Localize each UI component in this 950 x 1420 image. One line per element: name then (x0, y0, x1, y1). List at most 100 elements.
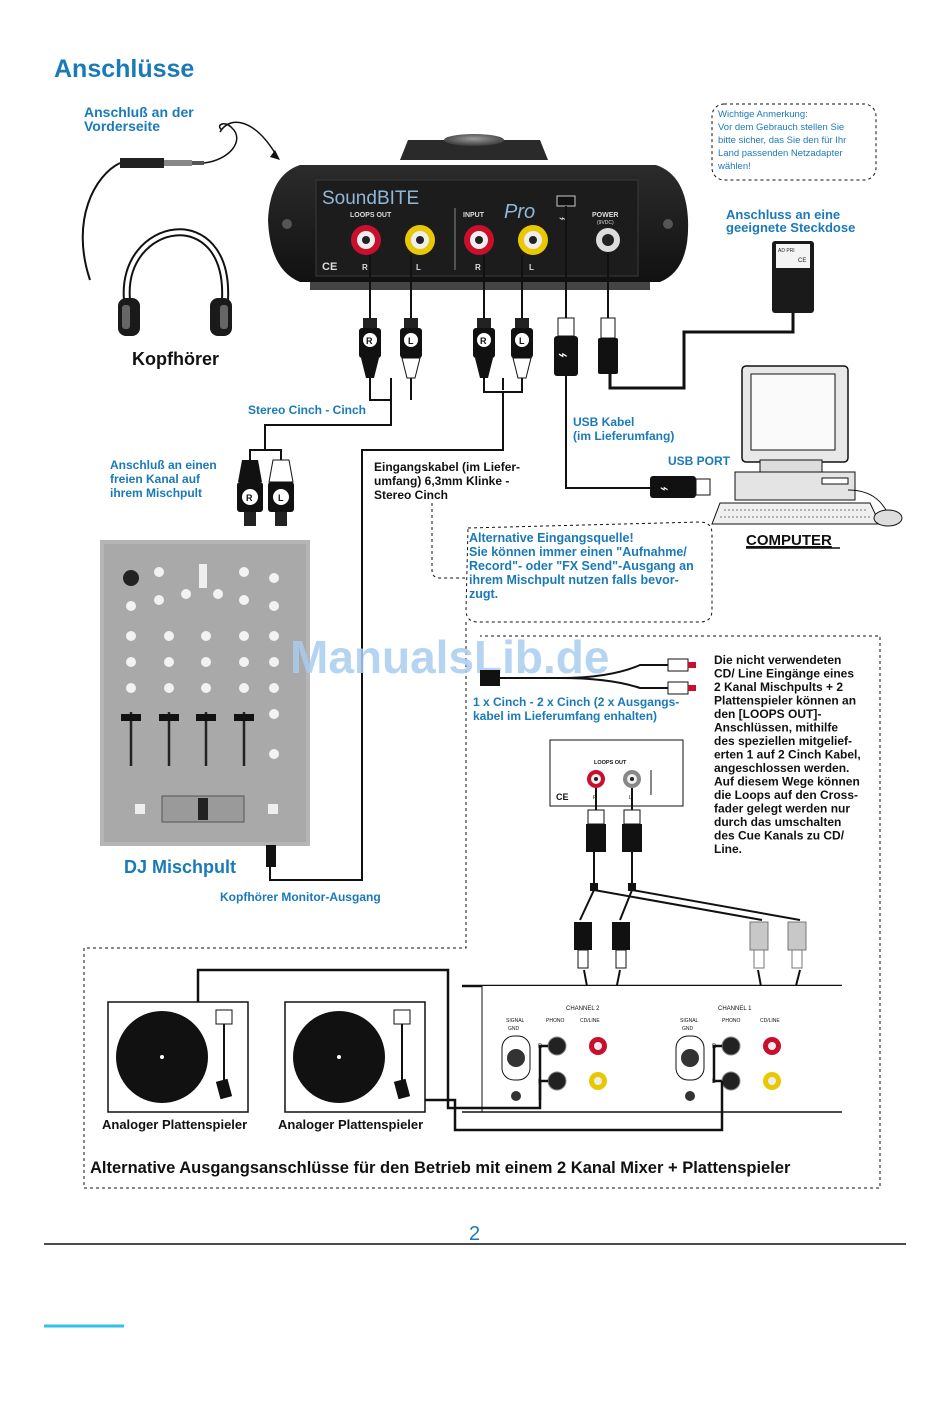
headphones-icon (81, 123, 238, 336)
svg-text:CE: CE (798, 258, 806, 264)
headphones-label: Kopfhörer (132, 349, 219, 369)
note-box (711, 103, 877, 181)
svg-text:1 x Cinch - 2 x Cinch (2 x Aus: 1 x Cinch - 2 x Cinch (2 x Ausgangs- (473, 695, 679, 709)
device-loops-out-label: LOOPS OUT (350, 212, 392, 219)
device-r-label-1: R (362, 263, 368, 272)
svg-text:CHANNEL 2: CHANNEL 2 (566, 1006, 600, 1012)
svg-text:PHONO: PHONO (722, 1018, 740, 1024)
rca-plug-input-l: L (511, 318, 533, 379)
svg-text:R: R (366, 336, 373, 346)
rca-plug-input-r: R (473, 318, 495, 378)
svg-text:des speziellen mitgelief-: des speziellen mitgelief- (714, 734, 852, 748)
svg-text:Sie können immer einen "Aufnah: Sie können immer einen "Aufnahme/ (469, 545, 687, 559)
device-l-label-2: L (529, 263, 534, 272)
rca-plug-mixer-l: L (268, 459, 294, 526)
turntable-2 (284, 1001, 426, 1113)
loops-out-panel: LOOPS OUT CE R L (549, 739, 684, 807)
socket-label: Anschluss an eine geeignete Steckdose (726, 207, 855, 235)
svg-text:L: L (519, 336, 525, 346)
svg-text:Vor dem Gebrauch stellen Sie: Vor dem Gebrauch stellen Sie (718, 122, 844, 133)
svg-text:Land passenden Netzadapter: Land passenden Netzadapter (718, 148, 843, 159)
turntable-1-label: Analoger Plattenspieler (102, 1117, 247, 1132)
device-brand: SoundBITE (322, 188, 419, 209)
turntable-2-label: Analoger Plattenspieler (278, 1117, 423, 1132)
svg-text:fader gelegt werden nur: fader gelegt werden nur (714, 802, 850, 816)
dj-mixer-label: DJ Mischpult (124, 857, 236, 877)
svg-text:Anschluß an der: Anschluß an der (84, 104, 194, 120)
device-input-l-jack[interactable] (518, 225, 548, 255)
svg-text:Anschluß an einen: Anschluß an einen (110, 458, 217, 472)
bottom-caption: Alternative Ausgangsanschlüsse für den B… (90, 1159, 791, 1177)
svg-text:wählen!: wählen! (717, 161, 751, 172)
watermark: ManualsLib.de (290, 631, 609, 683)
svg-text:USB Kabel: USB Kabel (573, 415, 634, 429)
svg-text:R: R (246, 493, 253, 503)
svg-text:⌁: ⌁ (660, 480, 668, 496)
svg-text:GND: GND (508, 1026, 520, 1032)
svg-text:durch das umschalten: durch das umschalten (714, 815, 841, 829)
page-number: 2 (469, 1223, 480, 1245)
svg-text:des Cue Kanals zu CD/: des Cue Kanals zu CD/ (714, 829, 845, 843)
lower-cables (264, 376, 650, 881)
svg-text:angeschlossen werden.: angeschlossen werden. (714, 761, 849, 775)
note-text: Wichtige Anmerkung: Vor dem Gebrauch ste… (717, 109, 846, 172)
svg-text:Alternative Eingangsquelle!: Alternative Eingangsquelle! (469, 531, 634, 545)
rca-plug-mixer-r: R (237, 460, 263, 526)
splitter-label: 1 x Cinch - 2 x Cinch (2 x Ausgangs- kab… (473, 695, 679, 723)
svg-text:den [LOOPS OUT]-: den [LOOPS OUT]- (714, 707, 821, 721)
power-plug (598, 317, 618, 374)
svg-text:Line.: Line. (714, 842, 742, 856)
svg-text:R: R (480, 336, 487, 346)
svg-text:erten 1 auf 2 Cinch Kabel,: erten 1 auf 2 Cinch Kabel, (714, 748, 861, 762)
computer-label: COMPUTER (746, 532, 832, 549)
usb-connector: ⌁ (650, 476, 711, 498)
device-model: Pro (504, 201, 535, 223)
front-port-arrow (219, 121, 279, 159)
svg-text:CD/LINE: CD/LINE (760, 1018, 780, 1024)
usb-icon: ⌁ (559, 213, 566, 225)
svg-text:PHONO: PHONO (546, 1018, 564, 1024)
alt-source-text: Alternative Eingangsquelle! Sie können i… (469, 531, 694, 601)
svg-text:Die nicht verwendeten: Die nicht verwendeten (714, 653, 841, 667)
mixer-channel-label: Anschluß an einen freien Kanal auf ihrem… (110, 458, 217, 500)
page-title: Anschlüsse (54, 55, 194, 83)
device-power-label: POWER (592, 212, 618, 219)
device-input-r-jack[interactable] (464, 225, 494, 255)
svg-text:(im Lieferumfang): (im Lieferumfang) (573, 429, 674, 443)
svg-text:kabel im Lieferumfang enhalten: kabel im Lieferumfang enhalten) (473, 709, 657, 723)
rca-plug-loops-r: R (359, 318, 381, 378)
svg-text:Vorderseite: Vorderseite (84, 118, 160, 134)
svg-text:Anschlüssen, mithilfe: Anschlüssen, mithilfe (714, 721, 838, 735)
svg-text:bitte sicher, das Sie den für: bitte sicher, das Sie den für Ihr (718, 135, 846, 146)
unused-inputs-text: Die nicht verwendeten CD/ Line Eingänge … (714, 653, 861, 856)
alt-output-region (83, 622, 881, 1189)
splitter-plugs (574, 809, 807, 969)
usb-port-label: USB PORT (668, 454, 731, 468)
svg-text:CD/ Line Eingänge eines: CD/ Line Eingänge eines (714, 667, 854, 681)
rca-plug-loops-l: L (400, 318, 422, 379)
device-ce-mark: CE (322, 261, 337, 273)
svg-text:Plattenspieler können an: Plattenspieler können an (714, 694, 856, 708)
svg-text:L: L (408, 336, 414, 346)
computer-icon (711, 365, 903, 527)
svg-text:GND: GND (682, 1026, 694, 1032)
svg-text:umfang) 6,3mm Klinke -: umfang) 6,3mm Klinke - (374, 474, 509, 488)
two-channel-mixer-panel: CHANNEL 2 CHANNEL 1 SIGNAL GND PHONO CD/… (462, 984, 842, 1113)
svg-text:CE: CE (556, 792, 569, 802)
device-loops-out-l-jack[interactable] (405, 225, 435, 255)
device-power-sub: (9VDC) (597, 220, 614, 226)
svg-text:SIGNAL: SIGNAL (506, 1018, 525, 1024)
svg-text:2 Kanal Mischpults + 2: 2 Kanal Mischpults + 2 (714, 680, 843, 694)
device-input-label: INPUT (463, 212, 485, 219)
svg-text:Anschluss an eine: Anschluss an eine (726, 207, 840, 222)
svg-text:L: L (278, 493, 284, 503)
svg-text:freien Kanal auf: freien Kanal auf (110, 472, 201, 486)
device-power-jack[interactable] (596, 228, 620, 252)
svg-text:AD PRI: AD PRI (778, 248, 795, 254)
svg-text:ihrem Mischpult nutzen falls b: ihrem Mischpult nutzen falls bevor- (469, 573, 679, 587)
device-loops-out-r-jack[interactable] (351, 225, 381, 255)
usb-plug: ⌁ (554, 317, 578, 376)
svg-text:LOOPS OUT: LOOPS OUT (594, 760, 627, 766)
usb-cable-label: USB Kabel (im Lieferumfang) (573, 415, 674, 443)
svg-text:Auf diesem Wege können: Auf diesem Wege können (714, 775, 860, 789)
